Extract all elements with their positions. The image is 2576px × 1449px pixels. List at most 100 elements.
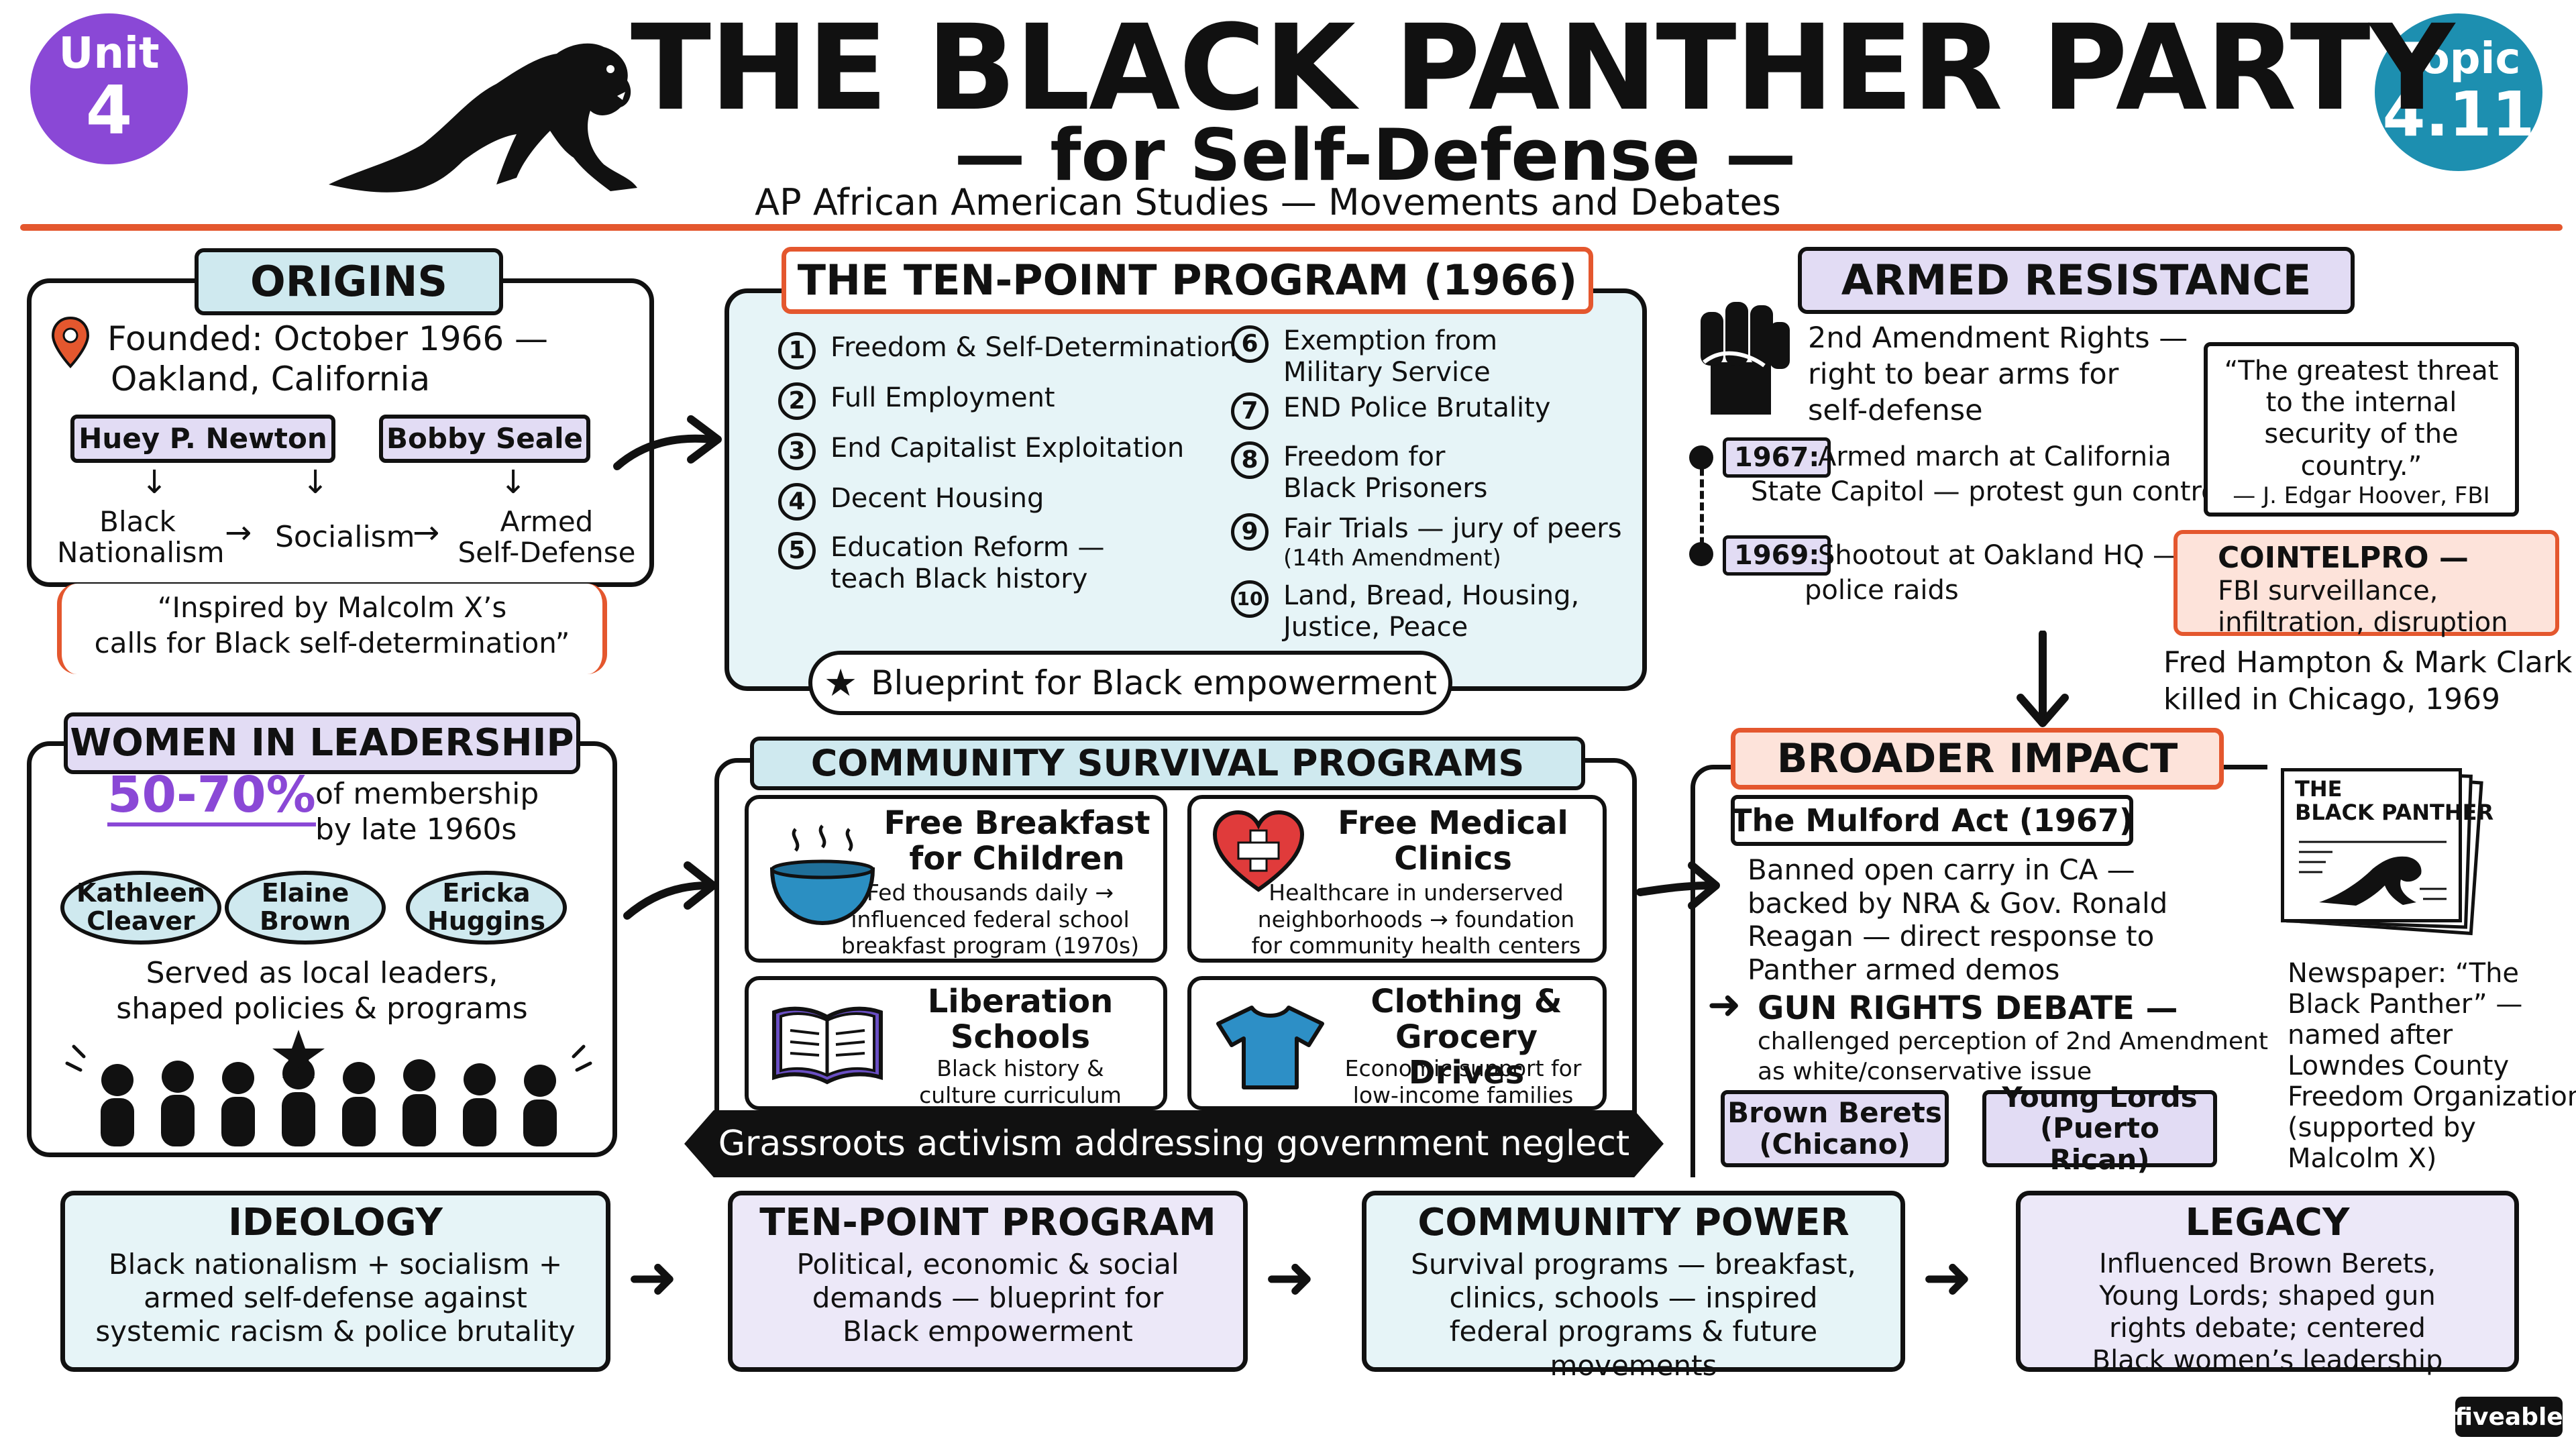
point-number: 6 [1231, 325, 1269, 363]
arrow-right-icon: ➜ [1707, 981, 1741, 1028]
star-icon: ★ [824, 661, 858, 705]
gun-rights-text: challenged perception of 2nd Amendment a… [1758, 1028, 2268, 1085]
idea-socialism: Socialism [275, 520, 415, 554]
point-label: Fair Trials — jury of peers [1283, 513, 1622, 544]
point-number: 5 [778, 532, 816, 570]
point-number: 9 [1231, 513, 1269, 551]
gun-rights-title: GUN RIGHTS DEBATE — [1758, 989, 2178, 1027]
newspaper-text: Newspaper: “The Black Panther” — named a… [2288, 958, 2576, 1174]
ten-point-item: 7 END Police Brutality [1231, 392, 1550, 430]
topic-badge: Topic 4.11 [2375, 13, 2542, 171]
program-liberation-schools: Liberation Schools Black history & cultu… [745, 976, 1167, 1110]
arrow-right-icon: ➜ [1265, 1242, 1316, 1313]
point-number: 7 [1231, 392, 1269, 430]
unit-number: 4 [85, 71, 133, 150]
impact-title: BROADER IMPACT [1731, 728, 2224, 790]
point-label: Military Service [1283, 357, 1491, 388]
year-1969-badge: 1969: [1723, 535, 1831, 576]
newspaper-icon: THE BLACK PANTHER [2281, 768, 2493, 936]
membership-stat: 50-70% [107, 767, 316, 827]
topic-word: Topic [2396, 34, 2521, 84]
point-label: teach Black history [830, 564, 1088, 595]
medical-heart-icon [1212, 810, 1305, 892]
program-clothing-grocery: Clothing & Grocery Drives Economic suppo… [1187, 976, 1607, 1110]
point-number: 8 [1231, 441, 1269, 479]
crowd-icon [65, 1030, 592, 1146]
point-label: Full Employment [830, 382, 1055, 413]
point-number: 1 [778, 332, 816, 370]
brown-berets-tag: Brown Berets (Chicano) [1721, 1090, 1949, 1167]
origins-title: ORIGINS [195, 248, 503, 315]
hampton-clark-text: Fred Hampton & Mark Clark killed in Chic… [2163, 645, 2573, 716]
blueprint-callout: ★ Blueprint for Black empowerment [808, 651, 1452, 715]
timeline-line [1700, 456, 1704, 557]
founder-bobby-seale: Bobby Seale [379, 415, 590, 463]
page-title: THE BLACK PANTHER PARTY [631, 0, 2455, 137]
arrow-right-icon [613, 415, 722, 470]
arrow-down-icon: ↓ [141, 464, 168, 501]
founder-huey-newton: Huey P. Newton [70, 415, 335, 463]
point-label: End Capitalist Exploitation [830, 433, 1185, 464]
point-label: Education Reform — [830, 532, 1105, 563]
page-subtitle: — for Self-Defense — [954, 114, 1796, 197]
mulford-act-title: The Mulford Act (1967) [1731, 795, 2133, 846]
hoover-quote-box: “The greatest threat to the internal sec… [2204, 342, 2519, 517]
armed-title: ARMED RESISTANCE [1798, 247, 2355, 314]
arrow-down-icon [2017, 631, 2069, 727]
origins-quote: “Inspired by Malcolm X’s calls for Black… [57, 584, 607, 674]
point-label: Freedom for [1283, 441, 1446, 472]
point-label: Exemption from [1283, 325, 1498, 356]
arrow-right-icon: → [413, 514, 440, 551]
point-label: END Police Brutality [1283, 392, 1551, 423]
arrow-right-icon: → [225, 514, 252, 551]
arrow-down-icon: ↓ [302, 464, 329, 501]
point-label: Black Prisoners [1283, 473, 1488, 504]
header-divider [20, 224, 2563, 231]
location-pin-icon [51, 316, 90, 368]
arrow-right-icon: ➜ [627, 1242, 678, 1313]
event-1967: Armed march at California State Capitol … [1751, 441, 2225, 507]
survival-title: COMMUNITY SURVIVAL PROGRAMS [750, 737, 1585, 790]
point-number: 3 [778, 433, 816, 470]
timeline-dot [1689, 542, 1713, 566]
membership-text: of membership by late 1960s [315, 777, 539, 847]
women-title: WOMEN IN LEADERSHIP [64, 712, 580, 774]
open-book-icon [772, 1006, 883, 1085]
arrow-right-icon [1637, 861, 1720, 910]
blueprint-label: Blueprint for Black empowerment [871, 663, 1437, 702]
point-label: Land, Bread, Housing, [1283, 580, 1580, 611]
arrow-down-icon: ↓ [500, 464, 527, 501]
arrow-right-icon: ➜ [1922, 1242, 1973, 1313]
cereal-bowl-icon [769, 824, 875, 926]
ten-point-item: 5 Education Reform —teach Black history [778, 532, 1104, 595]
mulford-act-text: Banned open carry in CA — backed by NRA … [1748, 853, 2168, 986]
year-1967-badge: 1967: [1723, 437, 1831, 478]
panther-icon [329, 43, 637, 193]
unit-word: Unit [58, 29, 160, 78]
page-tagline: AP African American Studies — Movements … [755, 181, 1781, 223]
ten-point-item: 3 End Capitalist Exploitation [778, 433, 1184, 470]
founded-place: Oakland, California [111, 360, 431, 398]
program-free-medical: Free Medical Clinics Healthcare in under… [1187, 795, 1607, 963]
second-amendment-text: 2nd Amendment Rights — right to bear arm… [1808, 321, 2188, 427]
tshirt-icon [1216, 1006, 1324, 1089]
raised-fist-icon [1701, 302, 1790, 415]
program-free-breakfast: Free Breakfast for Children Fed thousand… [745, 795, 1167, 963]
fiveable-logo: fiveable [2455, 1397, 2563, 1437]
arrow-right-icon [623, 861, 717, 920]
point-number: 10 [1231, 580, 1269, 618]
